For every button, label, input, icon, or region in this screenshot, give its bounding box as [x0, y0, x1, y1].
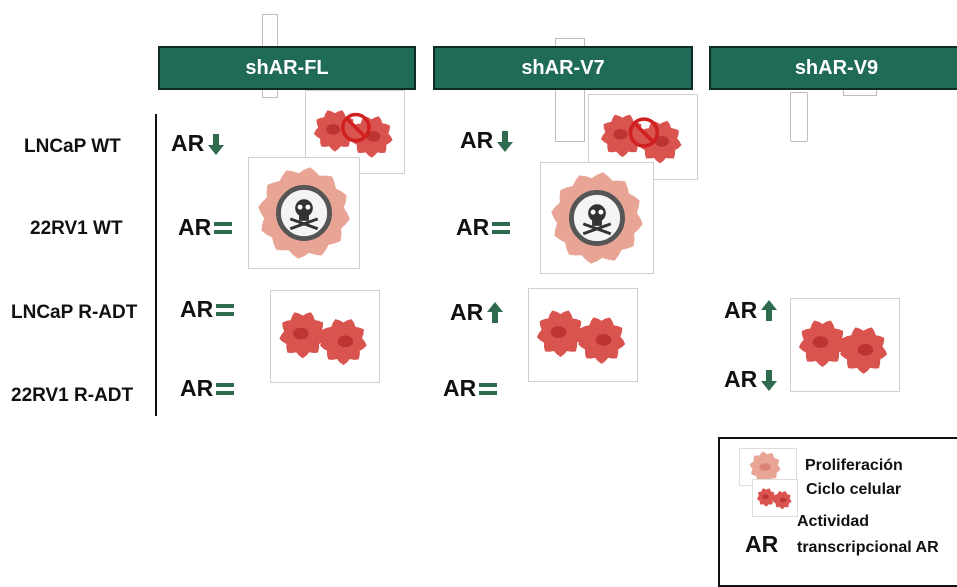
ar-indicator: AR — [178, 214, 233, 241]
ar-text: AR — [443, 375, 477, 401]
ar-text: AR — [745, 531, 779, 557]
dividing-cell-icon — [279, 312, 367, 366]
equal-icon — [216, 303, 235, 316]
dividing-cell-blocked-icon — [600, 114, 682, 164]
arrow-down-icon — [208, 133, 225, 155]
equal-icon — [214, 221, 233, 234]
row-label-22rv1-radt: 22RV1 R-ADT — [11, 385, 134, 406]
ar-text: AR — [450, 299, 484, 325]
dividing-cell-image — [270, 290, 380, 383]
equal-icon — [479, 382, 498, 395]
ar-indicator: AR — [450, 299, 504, 326]
dead-cell-image — [248, 157, 360, 269]
arrow-down-icon — [761, 369, 778, 391]
row-label-lncap-radt: LNCaP R-ADT — [11, 302, 138, 323]
ar-indicator: AR — [443, 375, 498, 402]
ar-indicator: AR — [180, 375, 235, 402]
row-divider — [155, 114, 157, 416]
equal-icon — [492, 221, 511, 234]
dead-cell-icon — [551, 172, 643, 264]
ar-indicator: AR — [460, 127, 514, 154]
ar-text: AR — [180, 296, 214, 322]
dividing-cell-blocked-image — [588, 94, 698, 180]
equal-icon — [216, 382, 235, 395]
legend-cell-cycle-label: Ciclo celular — [806, 481, 902, 498]
legend-activity-label: Actividad — [797, 513, 870, 530]
ar-text: AR — [460, 127, 494, 153]
ar-text: AR — [171, 130, 205, 156]
legend-cell-cycle-icon — [752, 479, 798, 517]
ar-text: AR — [180, 375, 214, 401]
column-header-shar-v7: shAR-V7 — [433, 46, 693, 90]
ghost-box — [790, 92, 808, 142]
dead-cell-icon — [258, 167, 350, 259]
dividing-cell-image — [528, 288, 638, 382]
ar-indicator: AR — [456, 214, 511, 241]
row-label-lncap-wt: LNCaP WT — [24, 136, 121, 157]
ar-text: AR — [724, 366, 758, 392]
arrow-up-icon — [761, 299, 778, 321]
dividing-cell-image — [790, 298, 900, 392]
row-label-22rv1-wt: 22RV1 WT — [30, 218, 123, 239]
legend-ar-symbol: AR — [745, 531, 778, 558]
legend-activity-label-2: transcripcional AR — [797, 539, 939, 556]
proliferation-cell-icon — [749, 451, 781, 483]
ar-indicator: AR — [724, 297, 778, 324]
arrow-down-icon — [497, 130, 514, 152]
ar-indicator: AR — [171, 130, 225, 157]
ar-text: AR — [456, 214, 490, 240]
column-header-shar-fl: shAR-FL — [158, 46, 416, 90]
arrow-up-icon — [487, 301, 504, 323]
legend-proliferation-label: Proliferación — [805, 457, 903, 474]
ar-text: AR — [724, 297, 758, 323]
ar-indicator: AR — [180, 296, 235, 323]
dividing-cell-icon — [798, 320, 888, 374]
dead-cell-image — [540, 162, 654, 274]
dividing-cell-icon — [536, 310, 626, 364]
dividing-cell-blocked-icon — [313, 110, 393, 158]
ar-indicator: AR — [724, 366, 778, 393]
column-header-shar-v9: shAR-V9 — [709, 46, 957, 90]
ar-text: AR — [178, 214, 212, 240]
dividing-cell-icon — [756, 488, 792, 510]
